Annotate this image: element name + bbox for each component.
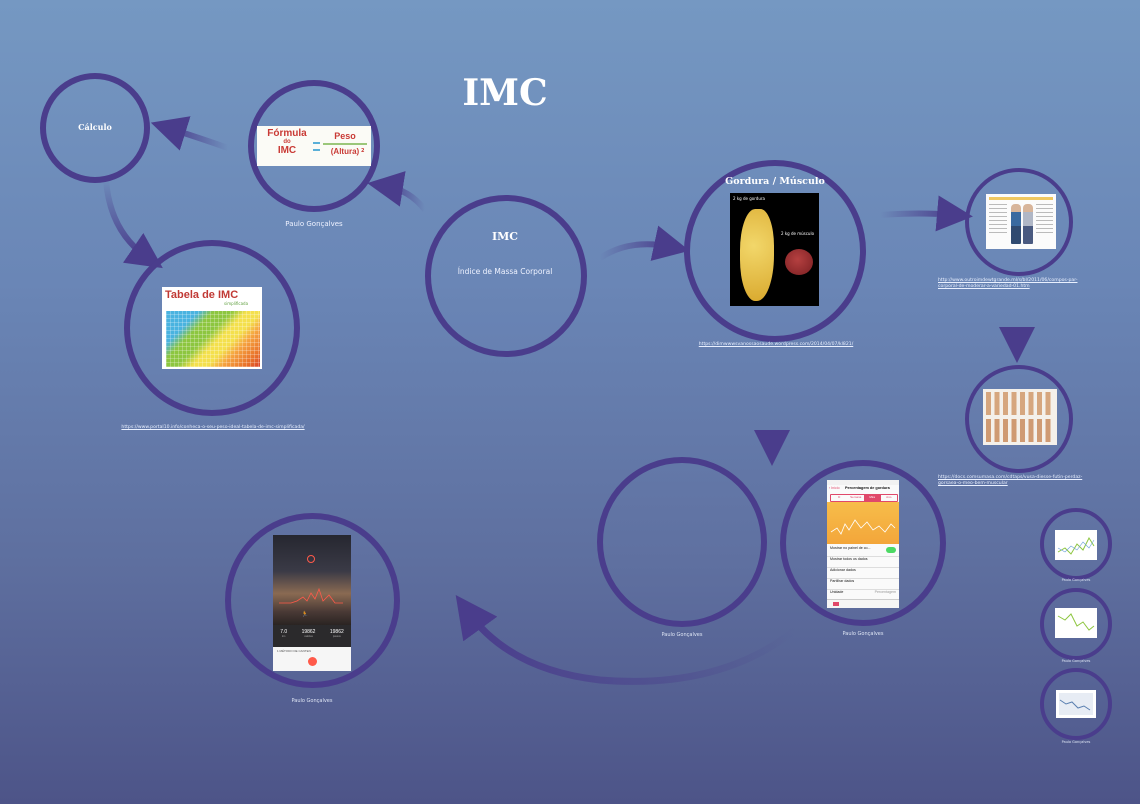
- run-icon: 🏃: [301, 612, 309, 618]
- empty-caption: Paulo Gonçalves: [661, 632, 703, 638]
- chart-caption-3: Paulo Gonçalves: [1061, 740, 1091, 744]
- stat-3-value: 19862: [329, 629, 344, 635]
- health-chart: [827, 502, 899, 544]
- gordura-heading: Gordura / Músculo: [725, 176, 825, 187]
- formula-numerator: Peso: [334, 131, 356, 141]
- activity-graph: [279, 587, 343, 604]
- gordura-source-link[interactable]: https://dimwwwsvanossaosaude.wordpress.c…: [698, 342, 854, 347]
- formula-caption: Paulo Gonçalves: [285, 220, 343, 228]
- fat-muscle-photo: 2 kg de gordura 2 kg de músculo: [730, 193, 819, 306]
- tabela-grid: [166, 311, 260, 367]
- app-footer-bar: 1 MÉTODO DE CANTEN: [273, 647, 351, 671]
- toggle-switch[interactable]: [886, 547, 896, 553]
- imc-center-subtitle: Índice de Massa Corporal: [457, 267, 553, 276]
- strava-caption: Paulo Gonçalves: [291, 698, 333, 704]
- stat-3-label: passos: [332, 635, 341, 638]
- tabela-subtitle: simplificada: [224, 301, 249, 306]
- person-figure-1: [1011, 204, 1021, 244]
- composition-source-link[interactable]: http://www.outroimdewtgrande.ml/s/bl/201…: [938, 278, 1078, 289]
- chart-caption-1: Paulo Gonçalves: [1061, 578, 1091, 582]
- tabela-source-link[interactable]: https://www.portal10.info/conheca-o-seu-…: [121, 425, 305, 430]
- fat-blob: [740, 209, 774, 301]
- chart-icon: [830, 519, 896, 535]
- arrow-calculo-to-tabela: [103, 179, 163, 269]
- bodies-image: [983, 389, 1057, 445]
- row-unidade[interactable]: Unidade Percentagem: [827, 590, 899, 600]
- formula-image: Fórmula do IMC Peso (Altura) 2: [257, 126, 371, 166]
- record-button[interactable]: [308, 657, 317, 666]
- muscle-label: 2 kg de músculo: [781, 231, 815, 236]
- arrow-gordura-to-right: [879, 195, 973, 232]
- tab-d[interactable]: D: [838, 495, 841, 499]
- composition-image: [986, 194, 1056, 249]
- empty-frame[interactable]: [597, 457, 767, 627]
- arrow-formula-to-calculo: [150, 116, 230, 151]
- stat-1-label: km: [282, 635, 286, 638]
- fat-label: 2 kg de gordura: [733, 196, 765, 201]
- heart-icon[interactable]: [833, 602, 839, 606]
- stat-2-label: calorias: [304, 635, 313, 638]
- calculo-label: Cálculo: [78, 122, 112, 132]
- arrow-imc-to-gordura: [598, 225, 690, 261]
- person-figure-2: [1023, 204, 1033, 244]
- back-arrow-icon[interactable]: ‹: [829, 486, 831, 490]
- sunset-photo: [273, 535, 351, 625]
- formula-denominator: (Altura): [330, 147, 360, 156]
- tab-ano[interactable]: Ano: [886, 495, 892, 499]
- tab-semana[interactable]: Semana: [850, 495, 862, 499]
- phone-caption: Paulo Gonçalves: [842, 631, 884, 637]
- row-mostrar-todos[interactable]: Mostrar todos os dados: [827, 557, 899, 568]
- health-back-label[interactable]: Início: [831, 486, 840, 490]
- chart-thumb-1: [1055, 530, 1097, 560]
- row-partilhar[interactable]: Partilhar dados: [827, 579, 899, 590]
- app-footer-text: 1 MÉTODO DE CANTEN: [277, 649, 311, 653]
- row-mostrar-todos-label: Mostrar todos os dados: [830, 557, 868, 561]
- equals-sign-icon: [313, 142, 320, 151]
- row-partilhar-label: Partilhar dados: [830, 579, 855, 583]
- stat-2-value: 19862: [301, 629, 316, 635]
- formula-exponent: 2: [361, 148, 365, 154]
- fraction-bar: [323, 143, 367, 145]
- row-unidade-label: Unidade: [830, 590, 844, 594]
- row-unidade-value: Percentagem: [874, 590, 896, 594]
- muscle-blob: [785, 249, 813, 275]
- row-mostrar-painel-label: Mostrar no painel de co...: [830, 546, 871, 550]
- chart-icon: [1057, 536, 1095, 555]
- row-mostrar-painel[interactable]: Mostrar no painel de co...: [827, 546, 899, 557]
- formula-word2: do: [283, 139, 291, 145]
- tab-mes[interactable]: Mês: [864, 495, 881, 501]
- tabela-image: Tabela de IMC simplificada: [162, 287, 262, 369]
- activity-ring-icon: [307, 555, 315, 563]
- health-app-screenshot: ‹ Início Percentagem de gordura D Semana…: [827, 480, 899, 608]
- formula-word1: Fórmula: [267, 128, 307, 139]
- chart-caption-2: Paulo Gonçalves: [1061, 659, 1091, 663]
- chart-icon: [1059, 693, 1093, 715]
- formula-word3: IMC: [277, 145, 297, 156]
- chart-icon: [1057, 613, 1095, 631]
- health-title: Percentagem de gordura: [845, 486, 890, 490]
- row-adicionar[interactable]: Adicionar dados: [827, 568, 899, 579]
- arrow-imc-to-formula: [367, 171, 428, 212]
- imc-center-heading: IMC: [491, 230, 519, 243]
- imc-center-frame[interactable]: [425, 195, 587, 357]
- stat-1-value: 7.0: [280, 629, 288, 635]
- health-tabbar: [827, 599, 899, 608]
- arrow-phone-to-strava: [455, 594, 798, 685]
- tabela-title: Tabela de IMC: [165, 289, 239, 301]
- calculo-frame[interactable]: [40, 73, 150, 183]
- chart-thumb-3: [1056, 690, 1096, 718]
- chart-frame-2[interactable]: [1040, 588, 1112, 660]
- page-title: IMC: [462, 72, 548, 114]
- bodies-source-link[interactable]: https://docs.comsumasa.com/cdtaps/vusa-d…: [938, 475, 1083, 486]
- running-app-screenshot: 🏃 7.0 km 19862 calorias 19862 passos 1 M…: [273, 535, 351, 671]
- chart-thumb-2: [1055, 608, 1097, 638]
- row-adicionar-label: Adicionar dados: [830, 568, 856, 572]
